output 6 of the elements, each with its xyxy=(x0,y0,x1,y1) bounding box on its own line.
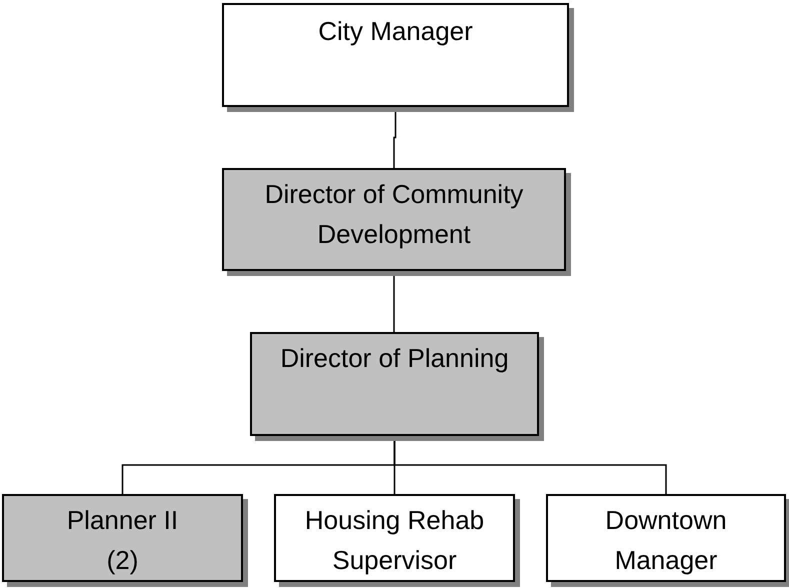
role-title: Planner II (2) xyxy=(66,504,180,577)
role-title: Downtown Manager xyxy=(604,504,728,577)
role-title: City Manager xyxy=(318,15,473,48)
role-title: Director of Community Development xyxy=(264,178,524,251)
role-title: Housing Rehab Supervisor xyxy=(304,504,486,577)
role-title: Director of Planning xyxy=(280,342,509,375)
